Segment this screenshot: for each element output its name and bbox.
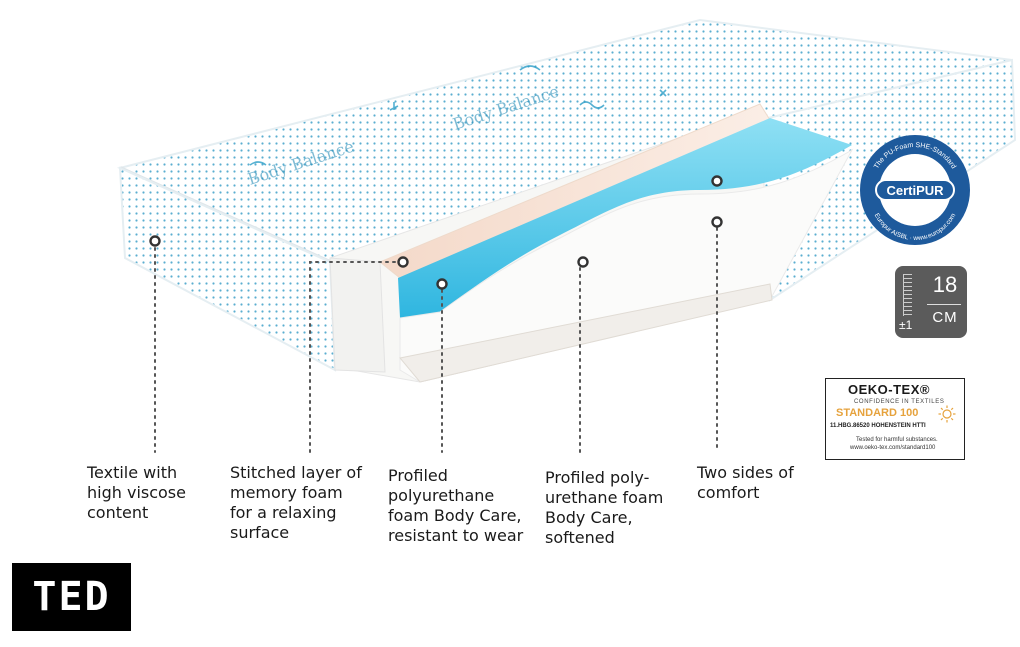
certipur-seal: The PU-Foam SHE-Standard Europur AISBL ·… [860,135,970,245]
wave-icon [579,101,605,109]
oeko-tex-label: OEKO-TEX® CONFIDENCE IN TEXTILES STANDAR… [825,378,965,460]
marker-memory-foam [397,256,409,268]
oeko-tested: Tested for harmful substances. [856,437,938,443]
ted-logo-text: TED [32,574,111,620]
height-tolerance: ±1 [899,318,913,332]
svg-text:CertiPUR: CertiPUR [886,183,944,198]
label-memory-foam: Stitched layer of memory foam for a rela… [230,463,362,542]
height-value: 18 [932,272,958,297]
ted-logo: TED [12,563,131,631]
star-icon [389,102,399,111]
marker-profiled-foam [436,278,448,290]
height-badge: 18 CM ±1 [895,266,967,338]
marker-softened-foam [577,256,589,268]
label-profiled-foam: Profiled polyurethane foam Body Care, re… [388,466,524,545]
ruler-icon [903,274,918,316]
sun-icon [938,405,956,423]
label-textile: Textile with high viscose content [87,463,186,522]
oeko-tagline: CONFIDENCE IN TEXTILES [854,399,945,405]
marker-two-sides-top [711,175,723,187]
height-unit: CM [932,309,958,326]
oeko-brand: OEKO-TEX® [848,382,930,397]
marker-textile [149,235,161,247]
wave-icon [249,161,267,166]
oeko-standard: STANDARD 100 [836,407,919,419]
label-softened-foam: Profiled poly- urethane foam Body Care, … [545,468,664,547]
sparkle-icon [659,89,667,97]
oeko-cert-number: 11.HBG.86520 HOHENSTEIN HTTI [830,423,926,429]
wave-icon [519,65,541,71]
label-two-sides: Two sides of comfort [697,463,794,502]
marker-two-sides-bottom [711,216,723,228]
oeko-url: www.oeko-tex.com/standard100 [850,445,936,451]
profiled-gel-layer [398,118,852,318]
